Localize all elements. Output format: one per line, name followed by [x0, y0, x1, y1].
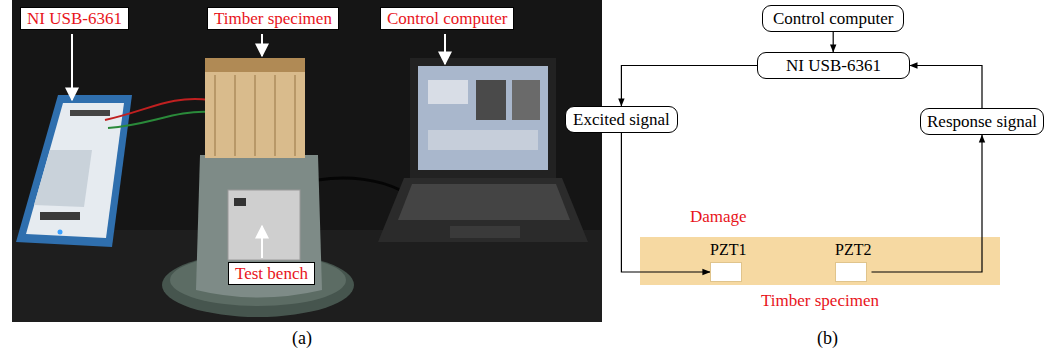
sensor-square	[710, 262, 742, 282]
photo-label: Timber specimen	[207, 7, 339, 30]
node-text: Excited signal	[573, 109, 670, 130]
subfigure-label: (a)	[292, 328, 312, 349]
signal-arrow	[833, 32, 834, 52]
process-box: Excited signal	[565, 106, 678, 133]
process-box: Response signal	[920, 108, 1044, 135]
signal-arrow	[872, 135, 983, 272]
photo-label: Control computer	[380, 7, 514, 30]
process-box: Control computer	[762, 5, 904, 32]
specimen-fill	[640, 237, 1000, 285]
node-text: Response signal	[927, 111, 1037, 132]
node-text: NI USB-6361	[786, 55, 881, 76]
node-text: Timber specimen	[761, 290, 879, 311]
node-text: Control computer	[773, 8, 893, 29]
wire	[108, 112, 210, 128]
process-box: NI USB-6361	[757, 52, 910, 79]
sensor-patch: PZT2	[835, 241, 871, 282]
sensor-patch: PZT1	[710, 241, 746, 282]
node-text: PZT1	[710, 241, 746, 259]
signal-arrow	[621, 66, 757, 107]
leader-arrow	[444, 34, 446, 64]
photo-label: Test bench	[228, 262, 315, 285]
specimen-band: Timber specimenPZT1PZT2	[640, 237, 1000, 285]
node-text: PZT2	[835, 241, 871, 259]
leader-arrow	[261, 226, 263, 258]
signal-arrow	[910, 66, 982, 109]
laptop	[378, 58, 588, 242]
leader-arrow	[71, 34, 73, 100]
photo-label: NI USB-6361	[20, 7, 129, 30]
leader-arrow	[261, 34, 263, 56]
test-bench	[162, 155, 354, 317]
timber-block	[205, 58, 305, 158]
sensor-square	[835, 262, 867, 282]
signal-arrow	[621, 133, 710, 272]
subfigure-label: (b)	[817, 328, 838, 349]
cable	[318, 178, 400, 190]
damage-label: Damage	[690, 206, 747, 227]
photo-background	[12, 0, 602, 322]
wire	[105, 99, 210, 120]
